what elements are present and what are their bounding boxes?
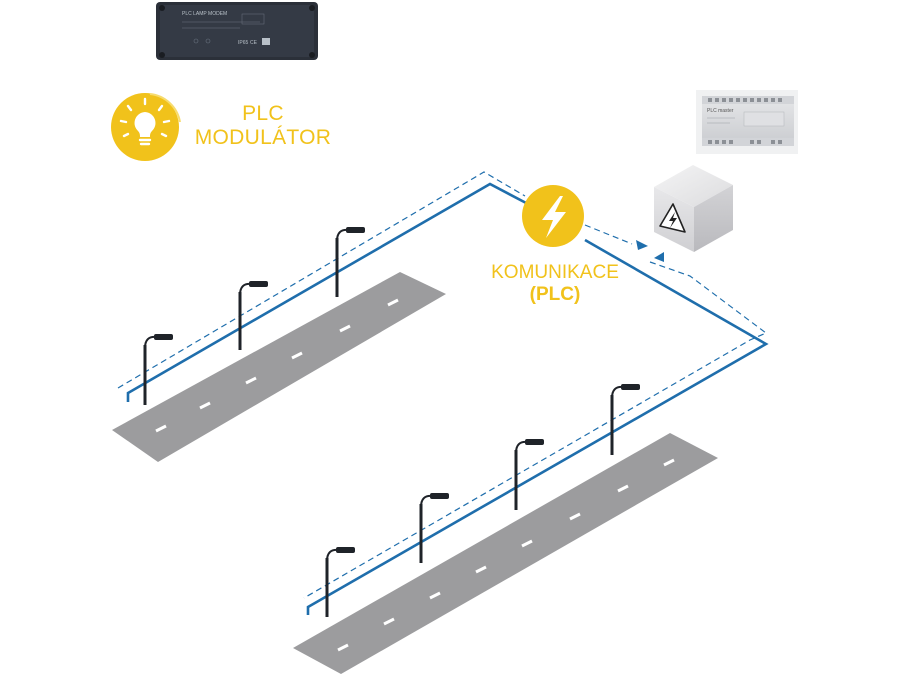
plc-modulator-label: PLC MODULÁTOR [188,102,338,150]
street-lamp [335,227,365,297]
communication-badge [522,185,584,247]
lightbulb-icon [119,97,171,146]
road-top [112,272,446,462]
modulator-marks-text: CE [250,40,258,46]
street-lamp [419,493,449,563]
plc-modulator-label-line2: MODULÁTOR [194,126,332,149]
plc-modulator-device: PLC LAMP MODEM IP65 CE [156,2,318,60]
arrow-into-cabinet-icon [636,240,664,262]
lightning-bolt-icon [542,196,566,238]
road-bottom [293,433,718,674]
communication-label-line2: (PLC) [529,284,581,305]
power-cable [126,182,769,615]
street-lamp [143,334,173,405]
street-lamp [610,384,640,455]
controller-header-text: PLC master [707,108,734,114]
street-lamp [325,547,355,617]
modulator-header-text: PLC LAMP MODEM [182,11,227,17]
street-lamp [514,439,544,510]
street-lamp [238,281,268,350]
modulator-rating-text: IP65 [238,40,249,46]
electrical-cabinet [654,165,733,252]
plc-modulator-label-line1: PLC [242,102,284,125]
communication-label-line1: KOMUNIKACE [491,262,619,283]
plc-master-controller: PLC master [696,90,798,154]
street-lamps-bottom [325,384,640,617]
lightbulb-badge [111,93,181,161]
high-voltage-warning-icon [659,203,686,233]
communication-label: KOMUNIKACE (PLC) [470,262,640,306]
street-lamps-top [143,227,365,405]
